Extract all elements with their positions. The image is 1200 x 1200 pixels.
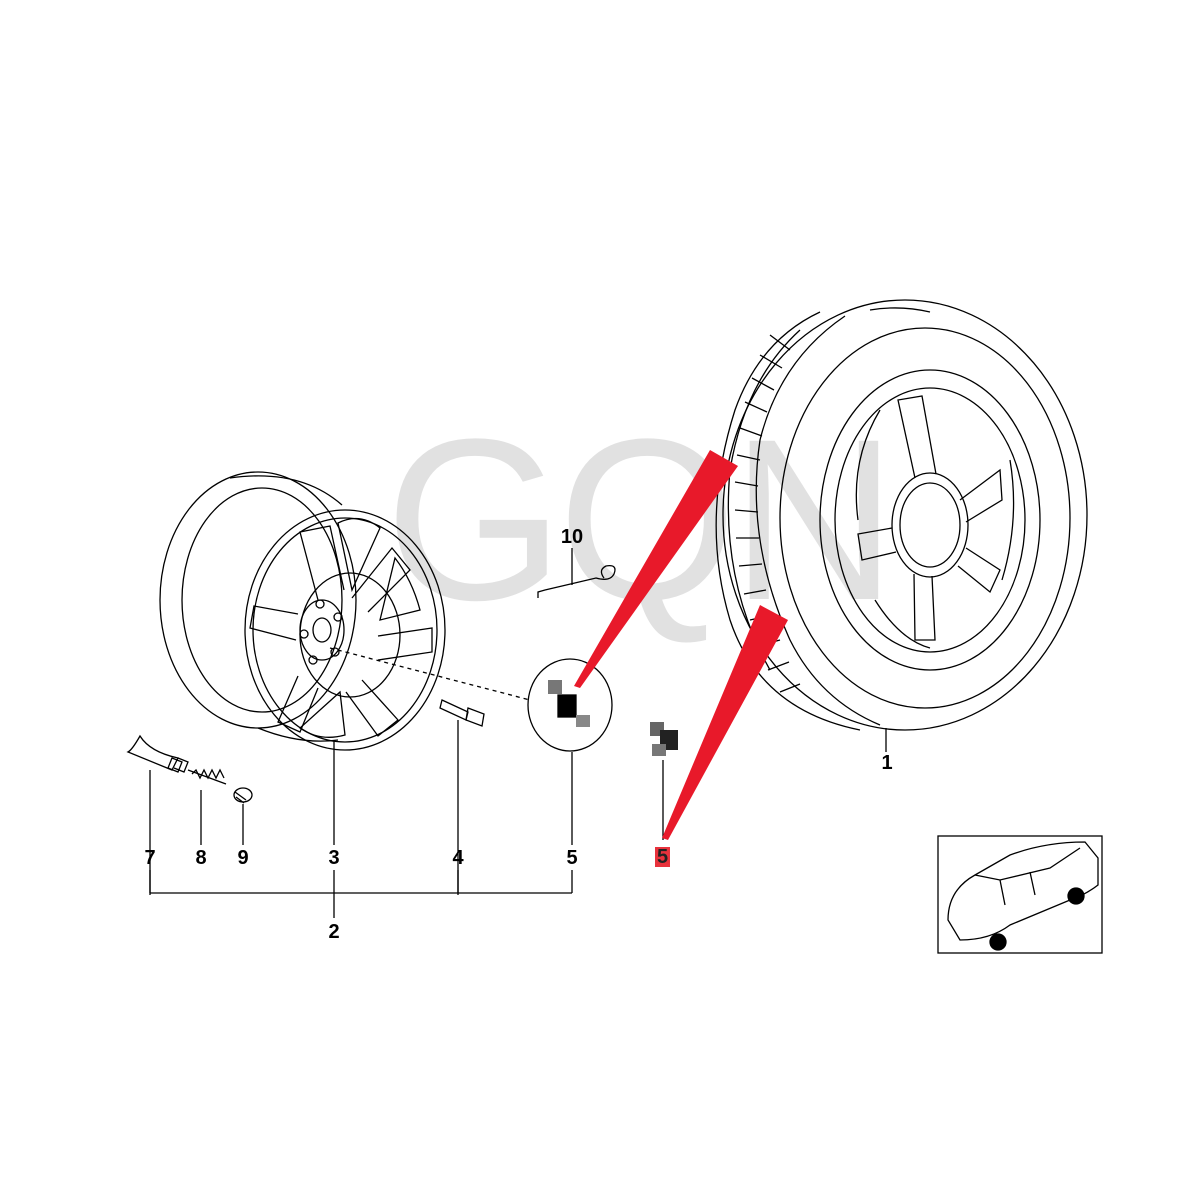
callout-8: 8 [195,847,207,869]
valve-stem-icon [126,734,189,895]
wire-clip-icon [537,548,616,598]
callout-4: 4 [452,847,464,869]
valve-core-icon [187,768,227,845]
highlight-arrows [574,450,788,840]
callout-9: 9 [237,847,249,869]
callout-10: 10 [560,526,584,548]
hub-cap-icon [527,658,613,845]
callout-3: 3 [328,847,340,869]
wheel-bolt-icon [439,699,485,895]
emblem-icon [650,722,678,840]
callout-5-highlighted: 5 [655,846,671,868]
wheel-rim-icon [159,471,446,751]
assembly-bracket [149,740,573,918]
valve-cap-icon [233,787,253,845]
callout-5: 5 [566,847,578,869]
callout-7: 7 [144,847,156,869]
tire-assembly-icon [715,299,1088,731]
car-thumbnail-icon [937,835,1103,954]
callout-2: 2 [328,921,340,943]
callout-1: 1 [881,752,893,774]
